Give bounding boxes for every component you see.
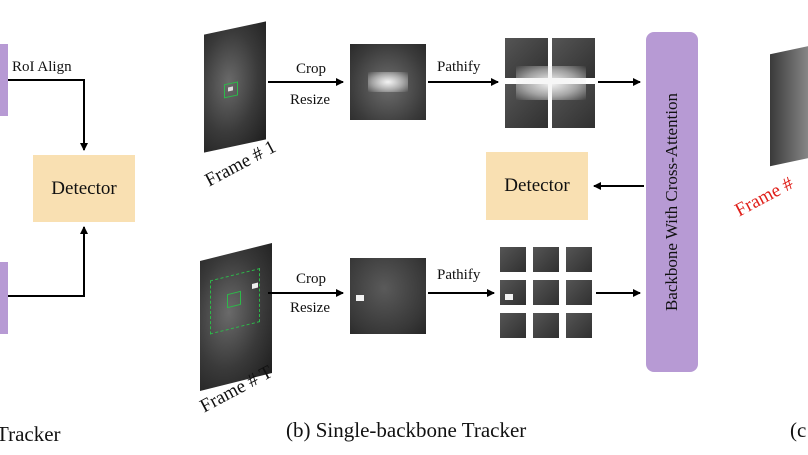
detector-box-a: Detector: [33, 155, 135, 222]
roi-align-arrow: [8, 79, 88, 151]
search-patch: [500, 313, 526, 338]
template-drone: [368, 72, 408, 92]
cropped-template-image: [350, 44, 426, 120]
search-patch: [533, 247, 559, 272]
template-patch-drone: [516, 66, 586, 100]
roi-align-label: RoI Align: [12, 59, 72, 75]
left-feature-block-bottom: [0, 262, 8, 334]
detector-label-a: Detector: [51, 177, 117, 199]
search-patch: [566, 280, 592, 305]
crop-label-top: Crop: [296, 61, 326, 77]
search-patch: [566, 247, 592, 272]
caption-b: (b) Single-backbone Tracker: [286, 418, 527, 442]
search-patch: [533, 280, 559, 305]
crop-label-bottom: Crop: [296, 271, 326, 287]
search-patch: [500, 280, 526, 305]
search-patch-target: [505, 294, 513, 300]
detector-label-b: Detector: [504, 175, 570, 196]
search-patch: [500, 247, 526, 272]
search-target: [356, 295, 364, 301]
resize-label-bottom: Resize: [290, 300, 330, 316]
bottom-feature-arrow: [8, 226, 88, 297]
left-feature-block-top: [0, 44, 8, 116]
cropped-search-image: [350, 258, 426, 334]
pathify-label-bottom: Pathify: [437, 267, 481, 283]
caption-a-fragment: Tracker: [0, 422, 61, 446]
backbone-cross-attention-box: Backbone With Cross-Attention: [646, 32, 698, 372]
pathify-label-top: Pathify: [437, 59, 481, 75]
resize-label-top: Resize: [290, 92, 330, 108]
search-patch: [566, 313, 592, 338]
search-patch: [533, 313, 559, 338]
caption-c-fragment: (c: [790, 418, 807, 442]
detector-box-b: Detector: [486, 152, 588, 220]
